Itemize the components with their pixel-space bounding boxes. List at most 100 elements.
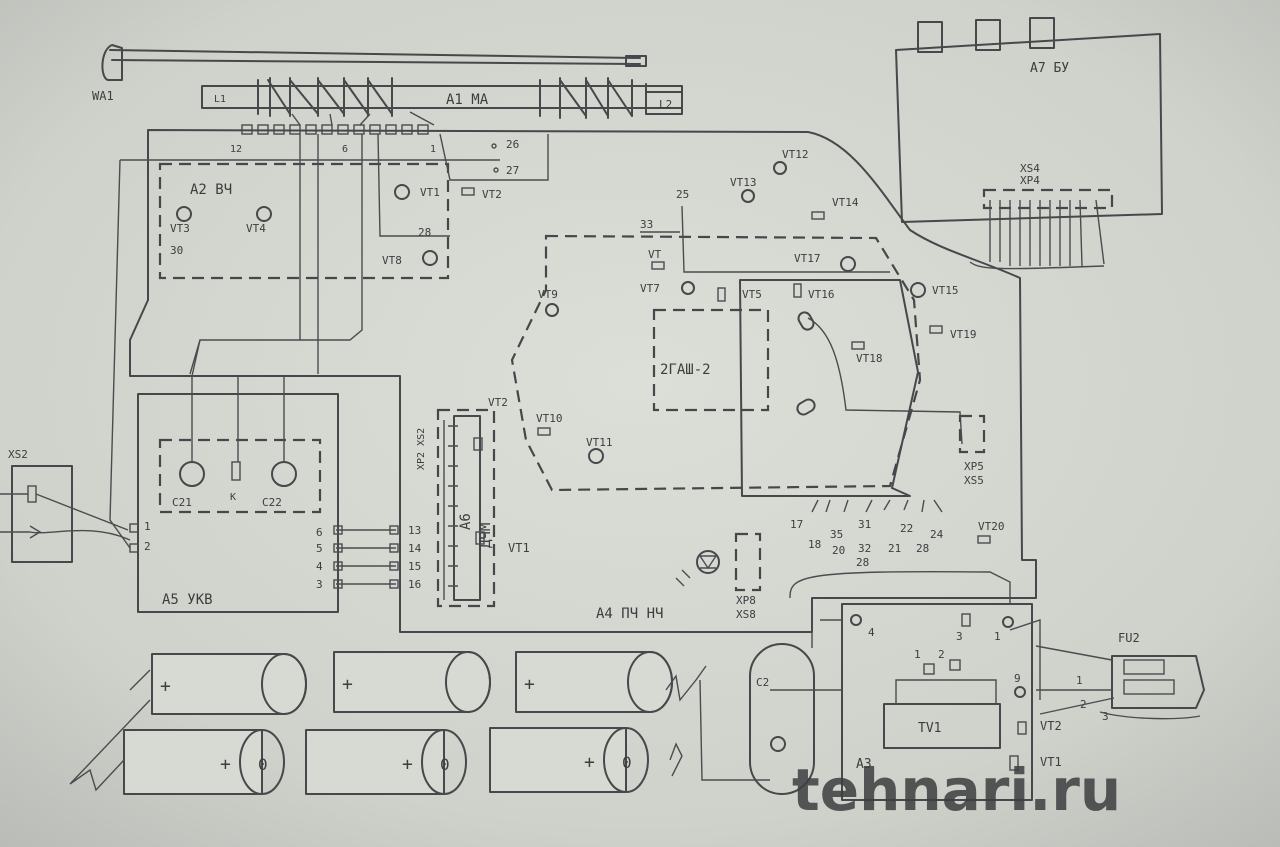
battery-4-plus: + — [220, 754, 231, 775]
a3-pin-3c: 3 — [1102, 710, 1109, 723]
a5-pin-2: 2 — [144, 540, 151, 553]
a3-pin-4: 4 — [868, 626, 875, 639]
coil-l2-label: L2 — [659, 98, 672, 111]
main-board-a4: 2ГАШ-2 A4 ПЧ НЧ VT12 VT13 VT14 VT17 25 3… — [510, 148, 1005, 622]
xp5: XP5 — [964, 460, 984, 473]
vt18: VT18 — [856, 352, 883, 365]
pin-17: 17 — [790, 518, 803, 531]
xs2-label: XS2 — [8, 448, 28, 461]
k-label: K — [230, 492, 236, 503]
a3-label: A3 — [856, 757, 872, 772]
a3-pin-2b: 2 — [938, 648, 945, 661]
battery-6-zero: 0 — [622, 753, 632, 772]
vt-label: VT — [648, 248, 662, 261]
pin-25: 25 — [676, 188, 689, 201]
a2-vt3: VT3 — [170, 222, 190, 235]
pin-28: 28 — [916, 542, 929, 555]
vt12: VT12 — [782, 148, 809, 161]
a6-vt1: VT1 — [508, 541, 530, 555]
a1-pin-12: 12 — [230, 144, 242, 155]
a4-pin-rows: 17 35 31 22 24 18 20 32 21 28 28 — [790, 499, 944, 569]
vt11: VT11 — [586, 436, 613, 449]
a5-pin-13: 13 — [408, 524, 421, 537]
battery-6: + 0 — [489, 727, 649, 793]
a3-pin-9: 9 — [1014, 672, 1021, 685]
pin-32: 32 — [858, 542, 871, 555]
pin-35: 35 — [830, 528, 843, 541]
vt19: VT19 — [950, 328, 977, 341]
speaker-label: 2ГАШ-2 — [660, 362, 711, 378]
battery-2-plus: + — [342, 674, 353, 695]
fm-detector-a6: VT2 XP2 XS2 A6 ДЧМ VT1 — [416, 396, 530, 608]
vt5: VT5 — [742, 288, 762, 301]
a2-vt1: VT1 — [420, 186, 440, 199]
socket-xs2: XS2 — [0, 448, 131, 563]
a2-pin-28: 28 — [418, 226, 431, 239]
telescopic-antenna: WA1 — [92, 44, 647, 103]
vt13: VT13 — [730, 176, 757, 189]
a6-xp-xs: XP2 XS2 — [416, 428, 427, 470]
control-block-a7: A7 БУ XS4 XP4 — [895, 17, 1163, 270]
a1-pin-27: 27 — [506, 164, 519, 177]
a1-pin-6: 6 — [342, 144, 348, 155]
a2-pin-30: 30 — [170, 244, 183, 257]
battery-5-zero: 0 — [440, 755, 450, 774]
pin-22: 22 — [900, 522, 913, 535]
a6-vt2: VT2 — [488, 396, 508, 409]
coil-l1-label: L1 — [214, 94, 226, 105]
battery-4: + 0 — [123, 729, 285, 795]
battery-2: + — [333, 651, 491, 713]
a5-label: A5 УКВ — [162, 592, 213, 608]
xs5: XS5 — [964, 474, 984, 487]
a3-pin-1: 1 — [994, 630, 1001, 643]
a6-label-2: ДЧМ — [478, 523, 494, 548]
battery-compartment: + + + + 0 + 0 + 0 — [69, 651, 770, 795]
a5-pin-16: 16 — [408, 578, 421, 591]
fu2-label: FU2 — [1118, 631, 1140, 645]
a3-pin-3: 3 — [956, 630, 963, 643]
a2-vt4: VT4 — [246, 222, 266, 235]
a5-pin-3: 3 — [316, 578, 323, 591]
a2-label: A2 ВЧ — [190, 182, 232, 198]
battery-6-plus: + — [584, 752, 595, 773]
chassis-outline — [129, 129, 1037, 633]
a1-pin-1: 1 — [430, 144, 436, 155]
a2-vt2: VT2 — [482, 188, 502, 201]
a3-pin-1b: 1 — [914, 648, 921, 661]
magnetic-antenna-a1: L1 L2 A1 MA 12 6 1 26 27 — [201, 77, 683, 177]
a6-label: A6 — [458, 513, 474, 530]
power-block-a3: A3 TV1 4 3 1 1 2 9 VT2 VT1 C2 FU2 1 2 3 — [749, 570, 1205, 801]
a1-ma-label: A1 MA — [446, 92, 489, 108]
pin-28b: 28 — [856, 556, 869, 569]
vt17: VT17 — [794, 252, 821, 265]
vt14: VT14 — [832, 196, 859, 209]
battery-4-zero: 0 — [258, 755, 268, 774]
c22-label: C22 — [262, 496, 282, 509]
pin-24: 24 — [930, 528, 944, 541]
watermark: tehnari.ru — [792, 756, 1121, 824]
c2-label: C2 — [756, 676, 769, 689]
a5-pin-4: 4 — [316, 560, 323, 573]
battery-1: + — [151, 653, 307, 715]
a5-pin-5: 5 — [316, 542, 323, 555]
a1-pin-26: 26 — [506, 138, 519, 151]
pin-31: 31 — [858, 518, 871, 531]
a3-vt2: VT2 — [1040, 719, 1062, 733]
battery-5: + 0 — [305, 729, 467, 795]
battery-3: + — [515, 651, 673, 713]
xs8: XS8 — [736, 608, 756, 621]
pin-21: 21 — [888, 542, 901, 555]
battery-5-plus: + — [402, 754, 413, 775]
vt20: VT20 — [978, 520, 1005, 533]
a3-pin-1c: 1 — [1076, 674, 1083, 687]
vt16: VT16 — [808, 288, 835, 301]
a2-vt8: VT8 — [382, 254, 402, 267]
a7-xs4: XS4 — [1020, 162, 1040, 175]
pin-33: 33 — [640, 218, 653, 231]
antenna-label: WA1 — [92, 89, 114, 103]
vt7: VT7 — [640, 282, 660, 295]
a5-pin-1: 1 — [144, 520, 151, 533]
a7-xp4: XP4 — [1020, 174, 1040, 187]
a3-vt1: VT1 — [1040, 755, 1062, 769]
